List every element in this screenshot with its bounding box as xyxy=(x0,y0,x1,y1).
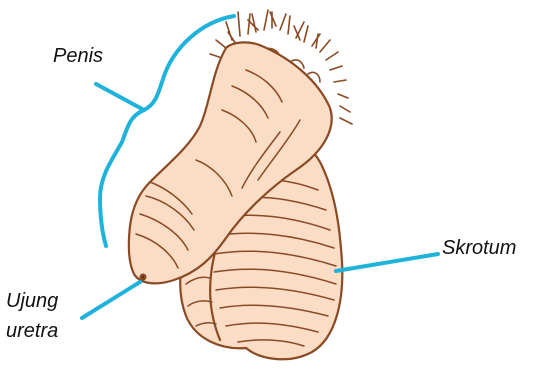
ujung-uretra-leader xyxy=(82,282,140,318)
label-ujung-uretra-line2: uretra xyxy=(6,316,58,346)
label-penis: Penis xyxy=(53,44,103,68)
urethra-opening xyxy=(141,275,146,280)
skrotum-leader xyxy=(336,254,438,271)
anatomy-drawing xyxy=(129,10,352,359)
label-ujung-uretra-line1: Ujung xyxy=(6,286,58,316)
label-ujung-uretra: Ujung uretra xyxy=(6,286,58,346)
penis-leader xyxy=(96,84,144,110)
label-skrotum: Skrotum xyxy=(442,236,516,260)
